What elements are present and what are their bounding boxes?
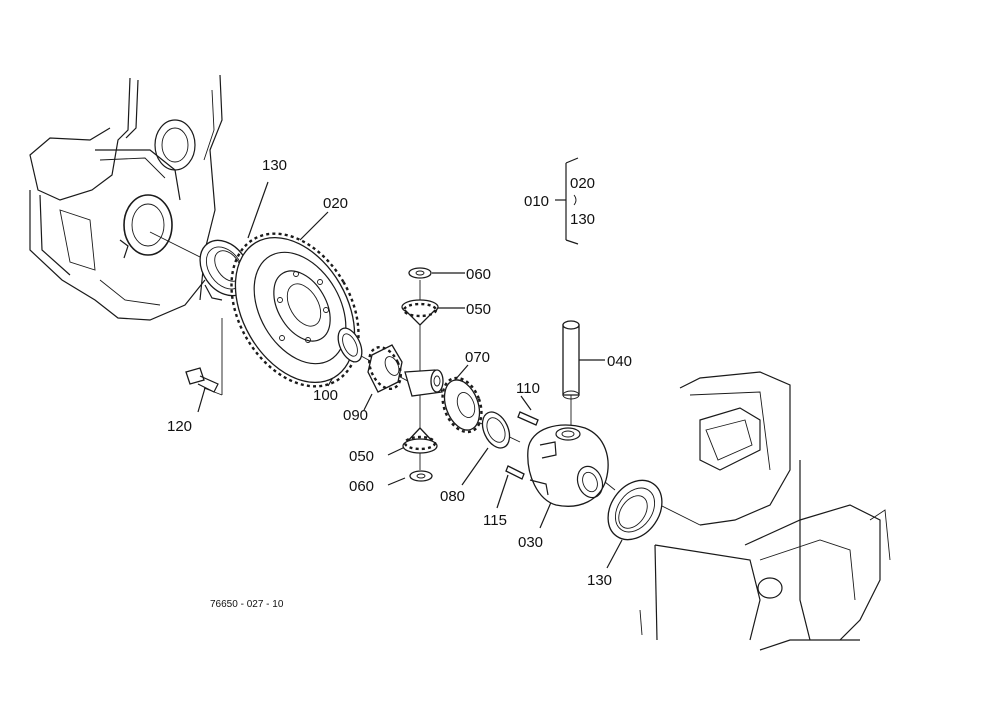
callout-010: 010 (524, 193, 549, 210)
pin-110 (517, 411, 539, 426)
side-gear-090 (367, 344, 403, 393)
callout-130-group: 130 (570, 211, 595, 228)
pin-115 (505, 465, 525, 480)
assembly-group-bracket (555, 157, 579, 245)
right-transmission-case (639, 371, 891, 651)
left-transmission-case (29, 74, 223, 321)
callout-110: 110 (516, 380, 540, 397)
callout-130-top: 130 (262, 157, 287, 174)
callout-060-top: 060 (466, 266, 491, 283)
washer-060-bottom (409, 470, 433, 482)
bearing-130-bottom (607, 479, 663, 541)
leader-lines (149, 181, 701, 569)
pinion-gear-050-bottom (402, 427, 438, 454)
pinion-gear-050-top (401, 299, 439, 326)
washer-060-top (408, 267, 432, 279)
shaft-040 (562, 320, 580, 400)
callout-060-bottom: 060 (349, 478, 374, 495)
callout-070: 070 (465, 349, 490, 366)
part-callouts: 010 020 130 020 130 060 050 070 040 110 … (167, 157, 632, 589)
callout-030: 030 (518, 534, 543, 551)
washer-080 (481, 411, 511, 449)
side-gear-070 (441, 376, 483, 434)
callout-130-bottom: 130 (587, 572, 612, 589)
drawing-number: 76650 - 027 - 10 (210, 599, 284, 610)
callout-050-bottom: 050 (349, 448, 374, 465)
callout-080: 080 (440, 488, 465, 505)
callout-090: 090 (343, 407, 368, 424)
callout-050-top: 050 (466, 301, 491, 318)
ring-gear-020 (230, 232, 360, 388)
pinion-shaft (404, 369, 444, 397)
bolt-120 (185, 367, 219, 393)
callout-100: 100 (313, 387, 338, 404)
differential-case-030 (527, 424, 609, 507)
callout-020: 020 (323, 195, 348, 212)
callout-115: 115 (483, 512, 507, 529)
callout-040: 040 (607, 353, 632, 370)
callout-020-group: 020 (570, 175, 595, 192)
callout-120: 120 (167, 418, 192, 435)
washer-100 (337, 327, 363, 363)
